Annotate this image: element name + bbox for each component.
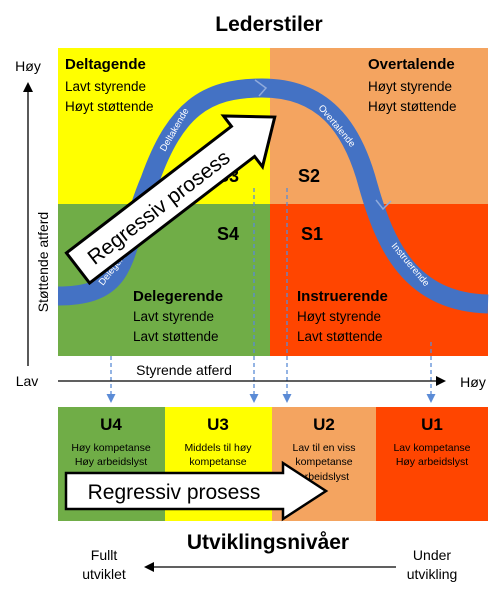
level-u1-box: [376, 407, 488, 521]
quadrant-line-deltagende-2: Høyt støttende: [65, 99, 154, 114]
quadrant-line-delegerende-1: Lavt styrende: [133, 309, 214, 324]
arrow-shape-upper: [64, 114, 277, 286]
quadrant-id-s1: S1: [301, 224, 323, 244]
bottom-right-line-1: Under: [413, 547, 451, 563]
diagram-title: Lederstiler: [215, 13, 322, 36]
level-u2-line-2: kompetanse: [295, 456, 352, 468]
arrow-text-lower: Regressiv prosess: [88, 481, 261, 504]
curve-notch-right: [375, 199, 392, 211]
quadrant-id-s4: S4: [217, 224, 239, 244]
level-id-u3: U3: [207, 415, 229, 434]
regressive-process-arrow-lower: Regressiv prosess: [64, 460, 329, 522]
level-id-u4: U4: [100, 415, 122, 434]
level-u2-line-3: arbeidslyst: [299, 471, 349, 483]
x-axis-high-label: Høy: [460, 374, 486, 390]
quadrant-name-delegerende: Delegerende: [133, 288, 223, 305]
bottom-left-line-2: utviklet: [82, 566, 126, 582]
curve-notch-top: [254, 79, 268, 97]
quadrant-name-instruerende: Instruerende: [297, 288, 388, 305]
x-axis-label: Styrende atferd: [136, 362, 232, 378]
level-u3-line-1: Middels til høy: [184, 442, 252, 454]
quadrant-line-instruerende-1: Høyt styrende: [297, 309, 381, 324]
quadrant-overtalende: [270, 48, 488, 204]
level-id-u2: U2: [313, 415, 335, 434]
development-levels-title: Utviklingsnivåer: [187, 531, 349, 554]
quadrant-line-instruerende-2: Lavt støttende: [297, 329, 383, 344]
quadrant-name-deltagende: Deltagende: [65, 56, 146, 73]
quadrant-id-s2: S2: [298, 166, 320, 186]
quadrant-line-overtalende-2: Høyt støttende: [368, 99, 457, 114]
level-u3-line-2: kompetanse: [189, 456, 246, 468]
quadrant-line-overtalende-1: Høyt styrende: [368, 79, 452, 94]
level-u2-line-1: Lav til en viss: [292, 442, 355, 454]
y-axis-low-label: Lav: [16, 373, 39, 389]
level-u4-line-2: Høy arbeidslyst: [75, 456, 147, 468]
level-u4-line-1: Høy kompetanse: [71, 442, 151, 454]
quadrant-name-overtalende: Overtalende: [368, 56, 455, 73]
y-axis-high-label: Høy: [15, 58, 41, 74]
quadrant-line-deltagende-1: Lavt styrende: [65, 79, 146, 94]
level-u1-line-1: Lav kompetanse: [393, 442, 470, 454]
arrow-shape-lower: [64, 460, 329, 522]
y-axis-label: Støttende atferd: [35, 212, 51, 312]
level-u1-line-2: Høy arbeidslyst: [396, 456, 468, 468]
bottom-right-line-2: utvikling: [407, 566, 458, 582]
quadrant-line-delegerende-2: Lavt støttende: [133, 329, 219, 344]
level-id-u1: U1: [421, 415, 443, 434]
bottom-left-line-1: Fullt: [91, 547, 118, 563]
